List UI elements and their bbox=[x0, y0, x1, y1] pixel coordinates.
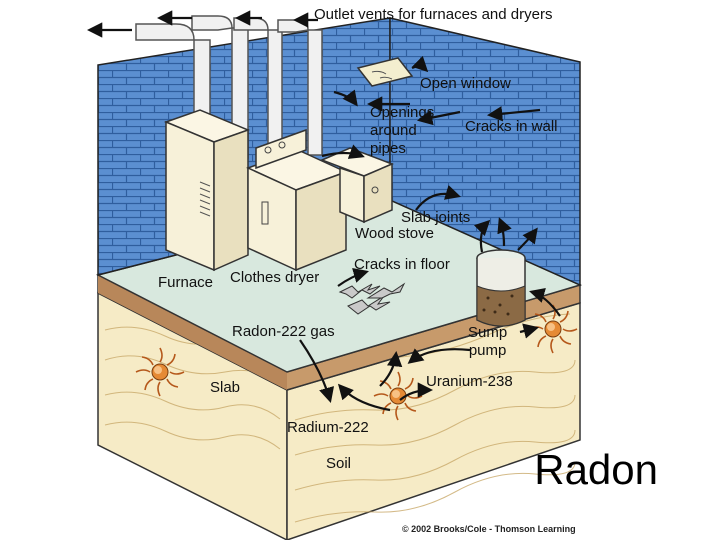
soil-block bbox=[97, 291, 581, 540]
label-openings-line2: around bbox=[370, 122, 417, 139]
label-openings-line3: pipes bbox=[370, 140, 406, 157]
label-sump-pump: Sump pump bbox=[468, 324, 507, 360]
label-slab: Slab bbox=[210, 379, 241, 396]
floor-cracks bbox=[338, 282, 406, 315]
label-openings-line1: Openings bbox=[370, 104, 435, 121]
open-window bbox=[356, 57, 414, 87]
page-title: Radon bbox=[534, 446, 658, 493]
label-open-window: Open window bbox=[420, 75, 511, 92]
label-soil: Soil bbox=[326, 455, 352, 472]
label-furnace: Furnace bbox=[158, 274, 214, 291]
label-slab-joints: Slab joints bbox=[401, 209, 471, 226]
label-cracks-in-wall: Cracks in wall bbox=[465, 118, 558, 135]
sump-pump bbox=[476, 249, 526, 327]
wood-stove bbox=[320, 147, 394, 224]
arrows bbox=[86, 10, 561, 412]
copyright-credit: © 2002 Brooks/Cole - Thomson Learning bbox=[402, 524, 576, 534]
label-radon-gas: Radon-222 gas bbox=[232, 323, 335, 340]
label-radium: Radium-222 bbox=[287, 419, 369, 436]
back-wall-right bbox=[389, 17, 581, 287]
label-wood-stove: Wood stove bbox=[355, 225, 434, 242]
label-openings-around-pipes: Openings around pipes bbox=[370, 104, 434, 158]
clothes-dryer bbox=[246, 128, 348, 272]
label-cracks-in-floor: Cracks in floor bbox=[354, 256, 450, 273]
label-outlet-vents: Outlet vents for furnaces and dryers bbox=[314, 6, 553, 23]
label-sump-line1: Sump bbox=[468, 324, 508, 341]
label-uranium: Uranium-238 bbox=[426, 373, 513, 390]
label-sump-line2: pump bbox=[468, 342, 507, 359]
label-clothes-dryer: Clothes dryer bbox=[230, 269, 320, 286]
furnace bbox=[163, 109, 251, 272]
